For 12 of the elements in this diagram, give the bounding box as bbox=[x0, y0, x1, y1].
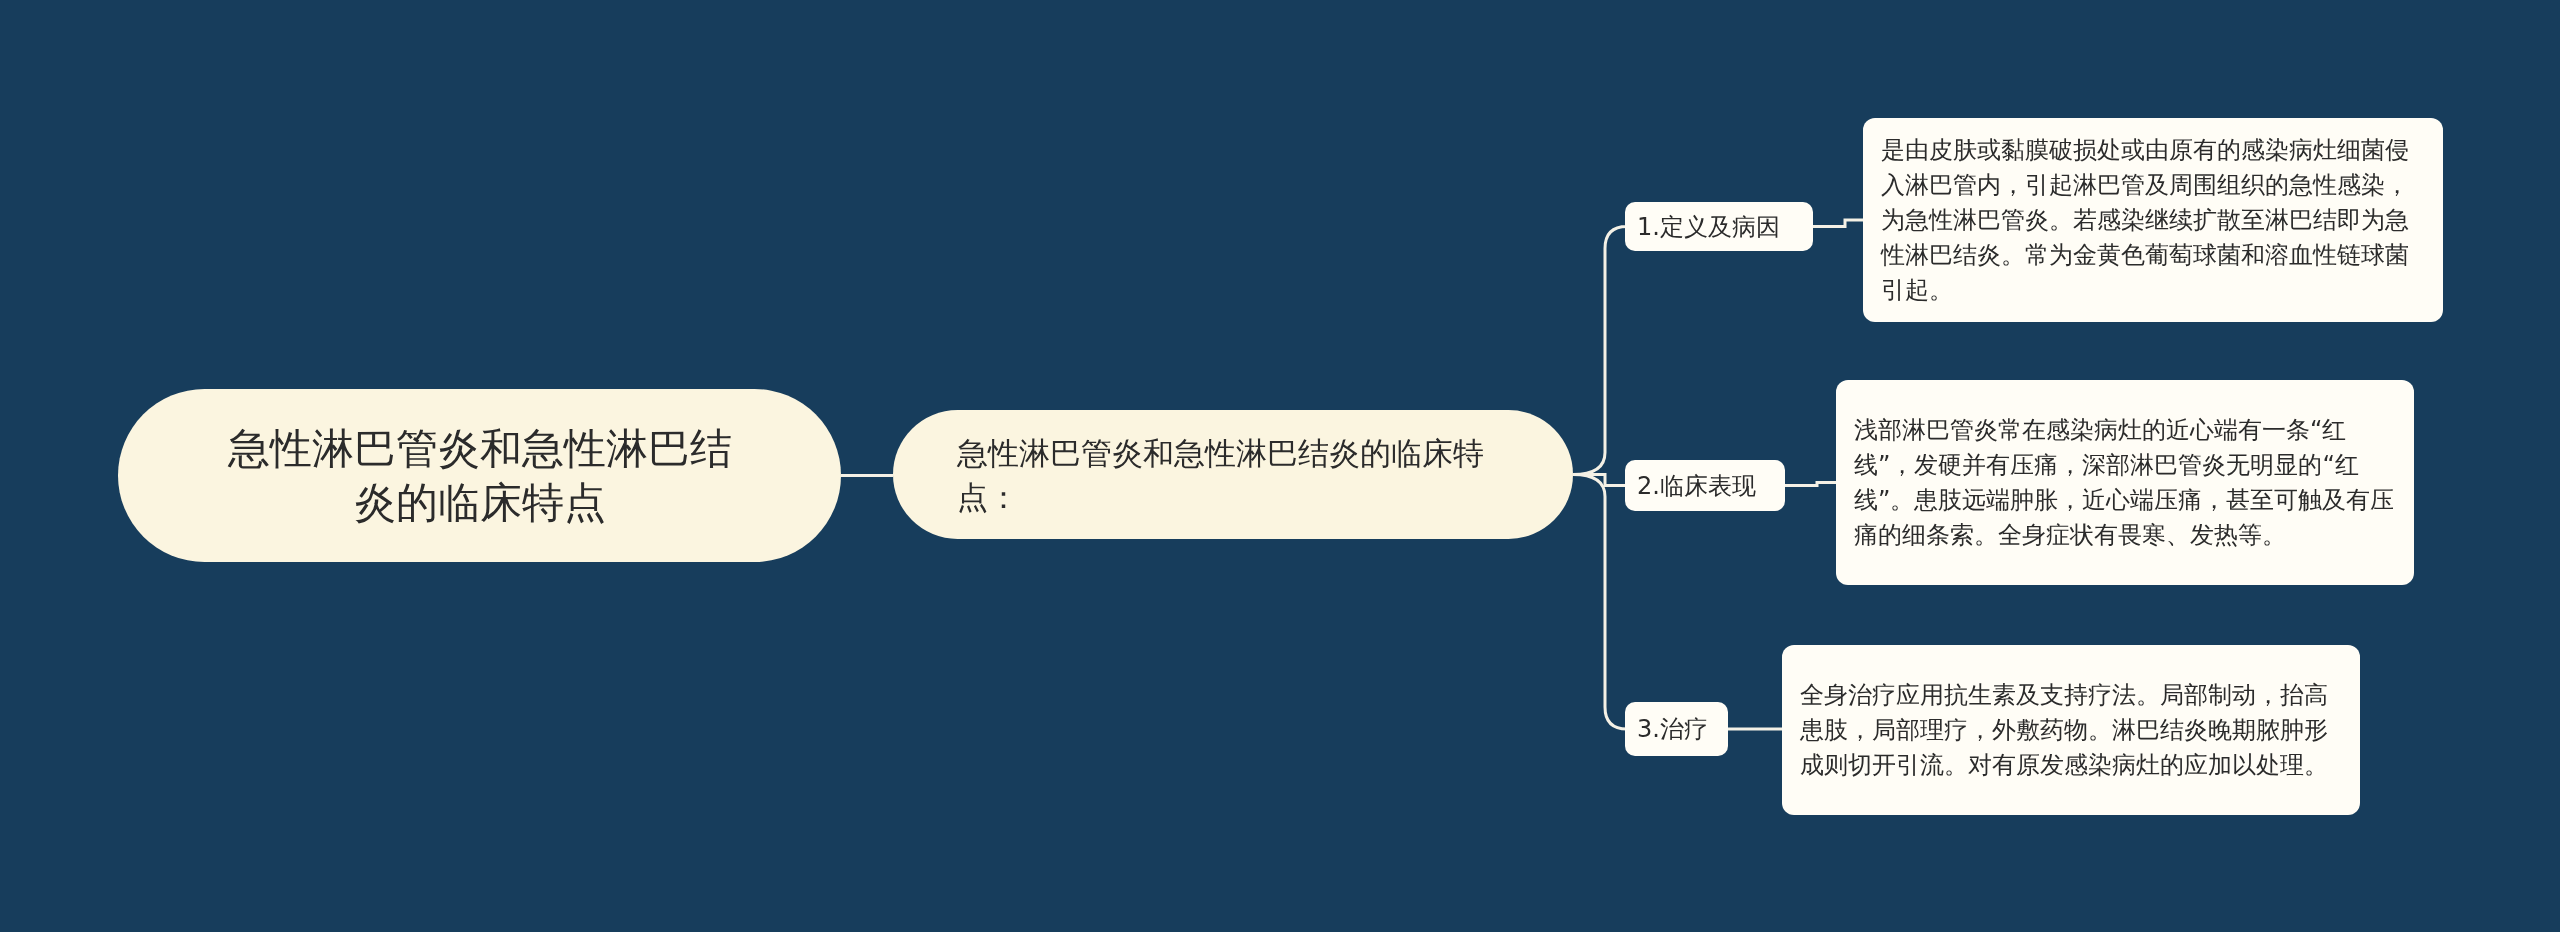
connector-line bbox=[1785, 481, 1836, 487]
detail-box: 浅部淋巴管炎常在感染病灶的近心端有一条“红线”，发硬并有压痛，深部淋巴管炎无明显的“红线”。患肢远端肿胀，近心端压痛，甚至可触及有压痛的细条索。全身症状有畏寒、发热等。 bbox=[1836, 380, 2414, 585]
subtopic-box: 2.临床表现 bbox=[1625, 460, 1785, 511]
subtopic-box: 3.治疗 bbox=[1625, 702, 1728, 756]
detail-box: 全身治疗应用抗生素及支持疗法。局部制动，抬高患肢，局部理疗，外敷药物。淋巴结炎晚期脓肿形成则切开引流。对有原发感染病灶的应加以处理。 bbox=[1782, 645, 2360, 815]
central-topic: 急性淋巴管炎和急性淋巴结炎的临床特点 bbox=[118, 389, 841, 562]
main-topic: 急性淋巴管炎和急性淋巴结炎的临床特点： bbox=[893, 410, 1573, 539]
detail-box: 是由皮肤或黏膜破损处或由原有的感染病灶细菌侵入淋巴管内，引起淋巴管及周围组织的急性感染，为急性淋巴管炎。若感染继续扩散至淋巴结即为急性淋巴结炎。常为金黄色葡萄球菌和溶血性链球菌引起。 bbox=[1863, 118, 2443, 322]
connector-line bbox=[1728, 727, 1782, 731]
subtopic-box: 1.定义及病因 bbox=[1625, 202, 1813, 251]
connector-line bbox=[1813, 218, 1863, 228]
connector-line bbox=[841, 474, 893, 477]
